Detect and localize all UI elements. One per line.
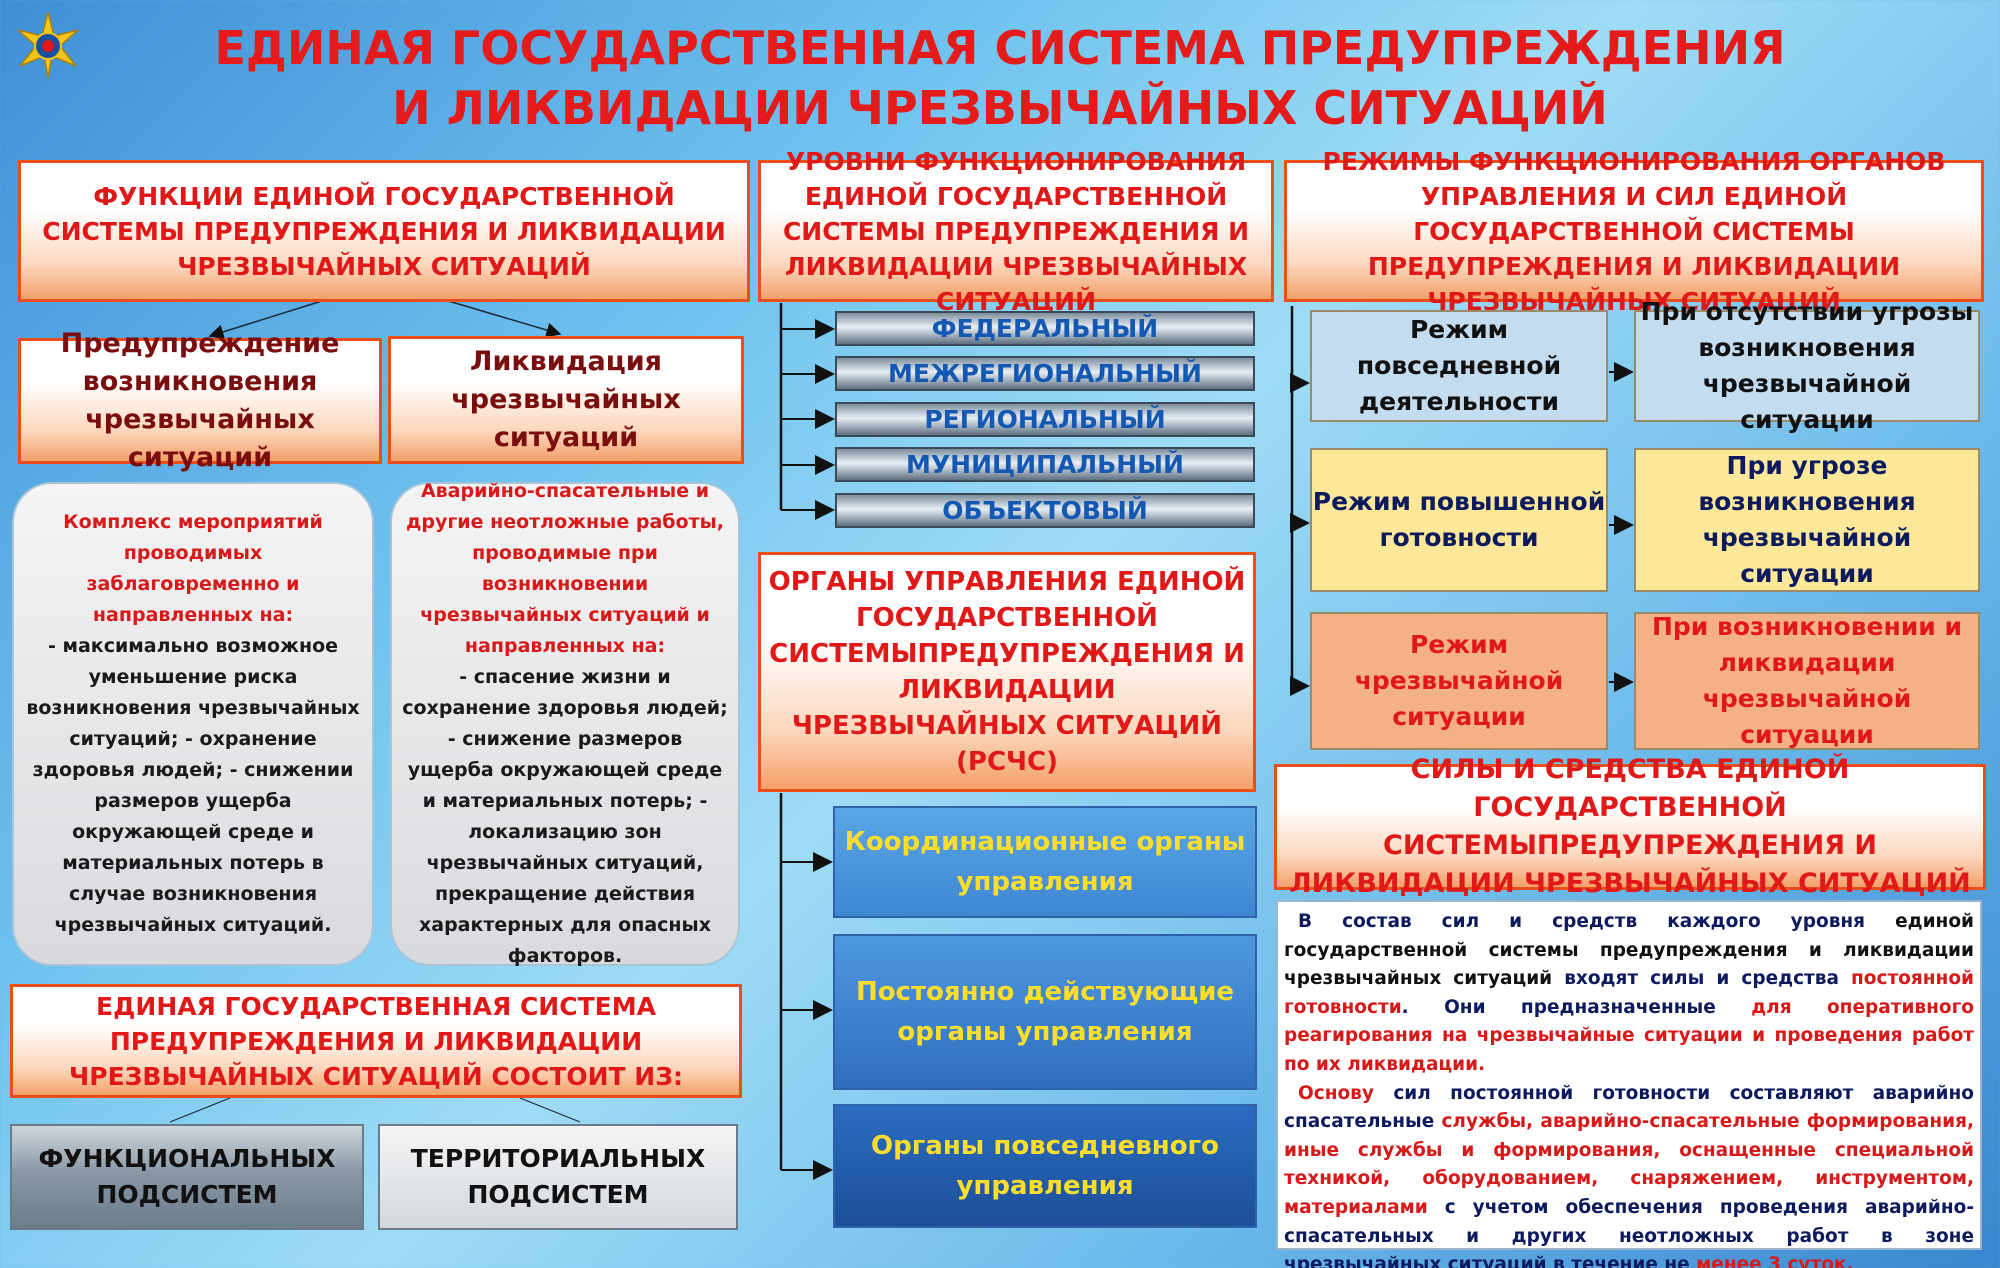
modes-header: РЕЖИМЫ ФУНКЦИОНИРОВАНИЯ ОРГАНОВ УПРАВЛЕН…: [1284, 147, 1984, 316]
forces-text: чрезвычайные ситуации и проведения работ…: [1284, 1025, 1975, 1075]
page-title: ЕДИНАЯ ГОСУДАРСТВЕННАЯ СИСТЕМА ПРЕДУПРЕЖ…: [150, 18, 1850, 138]
levels-header-text: УРОВНИ ФУНКЦИОНИРОВАНИЯ ЕДИНОЙ ГОСУДАРСТ…: [782, 146, 1250, 316]
level-label: ФЕДЕРАЛЬНЫЙ: [931, 314, 1159, 343]
level-item: ФЕДЕРАЛЬНЫЙ: [835, 311, 1255, 346]
forces-text: с учетом обеспечения проведения аварийно…: [1284, 1196, 1974, 1268]
modes-header-text: РЕЖИМЫ ФУНКЦИОНИРОВАНИЯ ОРГАНОВ УПРАВЛЕН…: [1322, 146, 1946, 316]
condition-emergency: При возникновении и ликвидации чрезвычай…: [1634, 612, 1980, 750]
level-label: ОБЪЕКТОВЫЙ: [942, 496, 1148, 525]
forces-text: . Они предназначенные: [1401, 996, 1752, 1018]
level-item: РЕГИОНАЛЬНЫЙ: [835, 402, 1255, 437]
prevention-label: Предупреждение возникновения чрезвычайны…: [60, 328, 340, 473]
mode-label: Режим повседневной деятельности: [1356, 315, 1562, 416]
liquidation-description: Аварийно-спасательные и другие неотложны…: [390, 480, 740, 967]
levels-header: УРОВНИ ФУНКЦИОНИРОВАНИЯ ЕДИНОЙ ГОСУДАРСТ…: [758, 147, 1274, 316]
mode-alert: Режим повышенной готовности: [1310, 448, 1608, 592]
functional-subsystems-box: ФУНКЦИОНАЛЬНЫХ ПОДСИСТЕМ: [10, 1124, 364, 1230]
body-item-label: Органы повседневного управления: [870, 1131, 1220, 1201]
body-item-label: Постоянно действующие органы управления: [855, 977, 1235, 1047]
body-item-daily: Органы повседневного управления: [833, 1104, 1257, 1228]
forces-text: постоянной готовности: [1284, 968, 1975, 1018]
forces-paragraph-1: В состав сил и средств каждого уровня ед…: [1284, 908, 1974, 1080]
mode-label: Режим чрезвычайной ситуации: [1354, 630, 1564, 731]
prevention-description: Комплекс мероприятий проводимых заблагов…: [12, 482, 374, 966]
page-title-line2: И ЛИКВИДАЦИИ ЧРЕЗВЫЧАЙНЫХ СИТУАЦИЙ: [392, 81, 1608, 135]
mchs-star-emblem-icon: [14, 10, 82, 80]
level-item: МЕЖРЕГИОНАЛЬНЫЙ: [835, 356, 1255, 391]
prevention-desc-text: - максимально возможное уменьшение риска…: [26, 635, 360, 936]
territorial-subsystems-label: ТЕРРИТОРИАЛЬНЫХ ПОДСИСТЕМ: [410, 1144, 706, 1209]
forces-text: В состав сил и средств каждого уровня: [1298, 911, 1866, 932]
prevention-desc-intro: Комплекс мероприятий проводимых заблагов…: [63, 511, 323, 626]
liquidation-desc-intro: Аварийно-спасательные и другие неотложны…: [406, 480, 724, 657]
condition-label: При возникновении и ликвидации чрезвычай…: [1651, 612, 1963, 749]
forces-text: Основу: [1298, 1082, 1374, 1104]
page-title-line1: ЕДИНАЯ ГОСУДАРСТВЕННАЯ СИСТЕМА ПРЕДУПРЕЖ…: [214, 21, 1786, 75]
liquidation-label: Ликвидация чрезвычайных ситуаций: [451, 346, 681, 453]
forces-text: службы, аварийно-спасательные формирован…: [1284, 1111, 1974, 1218]
mode-daily: Режим повседневной деятельности: [1310, 310, 1608, 422]
forces-text: сил постоянной готовности составляют ава…: [1284, 1082, 1974, 1133]
functions-header-text: ФУНКЦИИ ЕДИНОЙ ГОСУДАРСТВЕННОЙ СИСТЕМЫ П…: [42, 181, 726, 281]
condition-daily: При отсутствии угрозы возникновения чрез…: [1634, 297, 1980, 434]
bodies-header: ОРГАНЫ УПРАВЛЕНИЯ ЕДИНОЙ ГОСУДАРСТВЕННОЙ…: [758, 552, 1256, 792]
forces-header-text: СИЛЫ И СРЕДСТВА ЕДИНОЙ ГОСУДАРСТВЕННОЙ С…: [1289, 754, 1971, 899]
liquidation-desc-text: - спасение жизни и сохранение здоровья л…: [402, 666, 728, 967]
forces-description: В состав сил и средств каждого уровня ед…: [1276, 900, 1982, 1268]
level-label: МЕЖРЕГИОНАЛЬНЫЙ: [888, 359, 1202, 388]
condition-label: При отсутствии угрозы возникновения чрез…: [1640, 297, 1974, 434]
liquidation-box: Ликвидация чрезвычайных ситуаций: [388, 336, 744, 464]
territorial-subsystems-box: ТЕРРИТОРИАЛЬНЫХ ПОДСИСТЕМ: [378, 1124, 738, 1230]
body-item-coordination: Координационные органы управления: [833, 806, 1257, 918]
body-item-label: Координационные органы управления: [844, 827, 1246, 897]
forces-text: для оперативного реагирования на: [1284, 996, 1974, 1047]
forces-text: входят силы и средства: [1564, 968, 1851, 990]
composition-header-text: ЕДИНАЯ ГОСУДАРСТВЕННАЯ СИСТЕМА ПРЕДУПРЕЖ…: [69, 991, 683, 1091]
prevention-box: Предупреждение возникновения чрезвычайны…: [18, 328, 382, 473]
body-item-permanent: Постоянно действующие органы управления: [833, 934, 1257, 1090]
condition-label: При угрозе возникновения чрезвычайной си…: [1698, 451, 1916, 588]
level-item: ОБЪЕКТОВЫЙ: [835, 493, 1255, 528]
condition-alert: При угрозе возникновения чрезвычайной си…: [1634, 448, 1980, 592]
mode-emergency: Режим чрезвычайной ситуации: [1310, 612, 1608, 750]
forces-text: единой государственной системы предупреж…: [1284, 911, 1974, 990]
bodies-header-text: ОРГАНЫ УПРАВЛЕНИЯ ЕДИНОЙ ГОСУДАРСТВЕННОЙ…: [768, 567, 1246, 777]
level-label: МУНИЦИПАЛЬНЫЙ: [906, 450, 1184, 479]
functional-subsystems-label: ФУНКЦИОНАЛЬНЫХ ПОДСИСТЕМ: [38, 1144, 336, 1209]
composition-header: ЕДИНАЯ ГОСУДАРСТВЕННАЯ СИСТЕМА ПРЕДУПРЕЖ…: [10, 984, 742, 1098]
level-label: РЕГИОНАЛЬНЫЙ: [924, 405, 1166, 434]
forces-paragraph-2: Основу сил постоянной готовности составл…: [1284, 1080, 1974, 1268]
forces-header: СИЛЫ И СРЕДСТВА ЕДИНОЙ ГОСУДАРСТВЕННОЙ С…: [1274, 754, 1986, 899]
forces-text: менее 3 суток.: [1696, 1254, 1854, 1268]
mode-label: Режим повышенной готовности: [1312, 487, 1606, 552]
level-item: МУНИЦИПАЛЬНЫЙ: [835, 447, 1255, 482]
functions-header: ФУНКЦИИ ЕДИНОЙ ГОСУДАРСТВЕННОЙ СИСТЕМЫ П…: [18, 160, 750, 302]
